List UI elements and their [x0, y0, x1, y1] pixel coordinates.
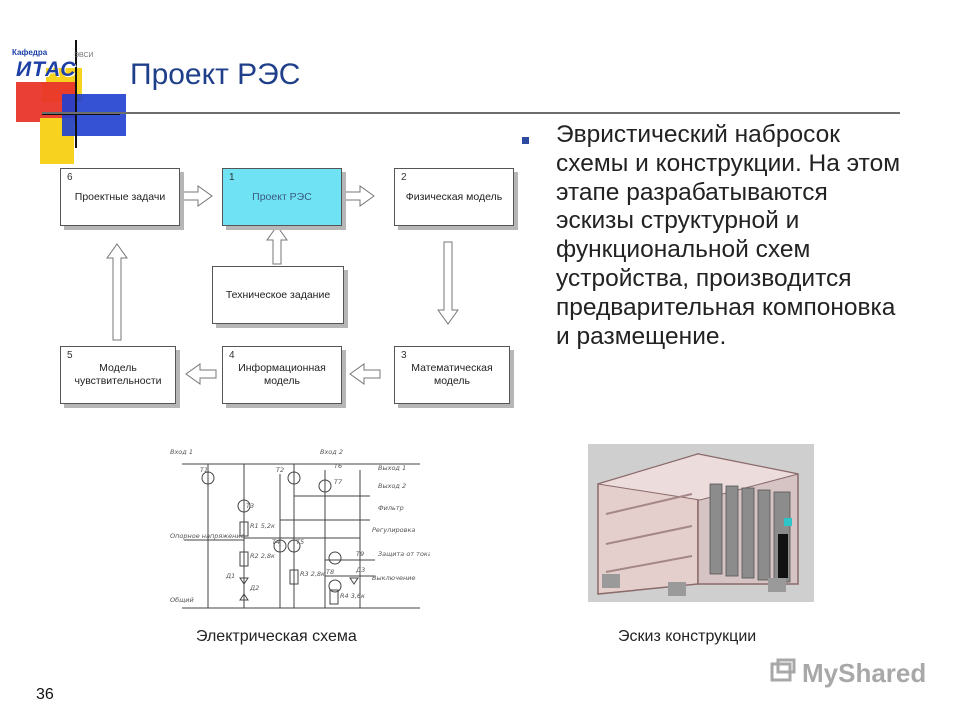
schematic-label: R3 2,8к	[300, 570, 325, 578]
schematic-label: Т9	[356, 550, 364, 558]
electrical-schematic: Вход 1 Выход 1 Выход 2 Вход 2 Фильтр Опо…	[170, 448, 430, 609]
watermark: MyShared	[802, 658, 927, 688]
bullet-text: Эвристический набросок схемы и конструкц…	[556, 121, 901, 350]
schematic-label: Защита от тока	[378, 550, 430, 558]
construction-sketch-image	[588, 444, 814, 602]
watermark-icon	[770, 658, 796, 682]
schematic-caption: Электрическая схема	[196, 628, 357, 645]
schematic-label: R2 2,8к	[250, 552, 275, 560]
schematic-label: Регулировка	[372, 526, 415, 534]
schematic-label: Т6	[334, 462, 342, 470]
title-divider	[42, 112, 900, 114]
logo-subcaption: ЭВСИ	[74, 52, 94, 59]
schematic-label: Д3	[355, 566, 365, 574]
slide-title: Проект РЭС	[130, 58, 301, 91]
box-label: Проектные задачи	[74, 190, 166, 203]
box-number: 1	[229, 172, 235, 183]
diagram-box-res-project: 1 Проект РЭС	[222, 168, 342, 226]
schematic-label: Фильтр	[378, 504, 404, 512]
box-number: 3	[401, 350, 407, 361]
schematic-label: Опорное напряжение	[170, 532, 245, 540]
schematic-label: Т5	[296, 538, 304, 546]
box-label: Модель чувствительности	[74, 362, 162, 387]
sketch-caption: Эскиз конструкции	[618, 628, 757, 645]
diagram-box-physical-model: 2 Физическая модель	[394, 168, 514, 226]
box-number: 2	[401, 172, 407, 183]
box-number: 5	[67, 350, 73, 361]
diagram-box-math-model: 3 Математическая модель	[394, 346, 510, 404]
schematic-label: Т7	[334, 478, 343, 486]
schematic-label: R1 5,2к	[250, 522, 275, 530]
schematic-label: Выход 1	[378, 464, 406, 472]
diagram-box-information-model: 4 Информационная модель	[222, 346, 342, 404]
diagram-box-project-tasks: 6 Проектные задачи	[60, 168, 180, 226]
schematic-label: Выключение	[372, 574, 415, 582]
schematic-label: Т4	[272, 538, 280, 546]
schematic-label: Вход 2	[320, 448, 343, 456]
schematic-label: Вход 1	[170, 448, 193, 456]
department-logo	[16, 40, 126, 164]
box-number: 4	[229, 350, 235, 361]
schematic-label: Т1	[200, 466, 208, 474]
schematic-label: Д2	[249, 584, 259, 592]
box-number: 6	[67, 172, 73, 183]
box-label: Физическая модель	[405, 190, 503, 203]
schematic-label: Общий	[170, 596, 194, 604]
schematic-label: Т2	[276, 466, 284, 474]
schematic-label: Т3	[246, 502, 254, 510]
diagram-box-technical-spec: Техническое задание	[212, 266, 344, 324]
page-number: 36	[36, 686, 54, 703]
schematic-label: Выход 2	[378, 482, 406, 490]
box-label: Техническое задание	[225, 288, 331, 301]
diagram-box-sensitivity-model: 5 Модель чувствительности	[60, 346, 176, 404]
schematic-label: Т8	[326, 568, 334, 576]
box-label: Информационная модель	[238, 362, 326, 387]
logo-caption: Кафедра	[12, 48, 48, 57]
bullet-marker	[522, 137, 529, 144]
logo-brand: ИТАС	[16, 58, 77, 81]
diagram-arrows	[106, 185, 459, 385]
schematic-label: R4 3,6к	[340, 592, 365, 600]
box-label: Проект РЭС	[252, 190, 312, 203]
schematic-label: Д1	[225, 572, 235, 580]
box-label: Математическая модель	[411, 362, 493, 387]
